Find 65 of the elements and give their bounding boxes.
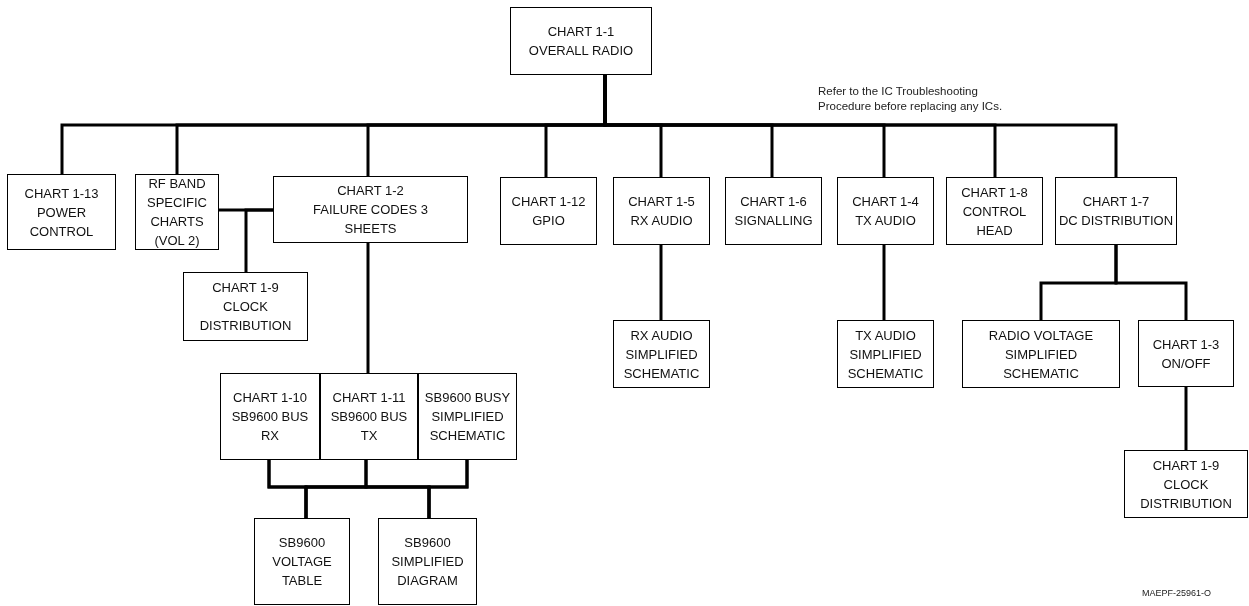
chart-box — [418, 373, 517, 460]
chart-box — [273, 176, 468, 243]
box-text: SB9600 SIMPLIFIED DIAGRAM — [390, 534, 465, 590]
box-text: OVERALL RADIO — [527, 42, 635, 60]
chart-box — [1055, 177, 1177, 245]
box-text: SB9600 BUS RX — [230, 408, 310, 445]
chart-box — [183, 272, 308, 341]
box-text: TX AUDIO — [854, 212, 917, 230]
box-text: CHART 1-1 — [546, 23, 616, 41]
connector-line — [244, 208, 273, 272]
chart-box — [962, 320, 1120, 388]
box-text: CHART 1-10 — [232, 389, 308, 407]
connector-line — [1114, 245, 1188, 320]
box-text: CLOCK DISTRIBUTION — [1139, 475, 1233, 513]
box-text: ON/OFF — [1160, 354, 1212, 373]
chart-box — [500, 177, 597, 245]
chart-box — [613, 177, 710, 245]
box-text: CHART 1-13 — [23, 184, 100, 203]
box-text: CHART 1-6 — [739, 193, 808, 211]
box-text: RX AUDIO — [629, 212, 694, 230]
box-text: GPIO — [531, 212, 566, 230]
box-text: CHART 1-8 — [960, 183, 1029, 202]
box-text: CHART 1-4 — [851, 193, 920, 211]
box-text: TX AUDIO SIMPLIFIED SCHEMATIC — [846, 326, 925, 383]
box-text: CONTROL HEAD — [961, 202, 1028, 240]
box-text: CHART 1-5 — [627, 193, 696, 211]
box-text: CHART 1-7 — [1081, 193, 1151, 211]
connector-line — [366, 243, 370, 373]
box-text: CHART 1-3 — [1151, 335, 1221, 354]
figure-number: MAEPF-25961-O — [1142, 587, 1213, 600]
box-text: DC DISTRIBUTION — [1058, 212, 1174, 230]
box-text: SB9600 VOLTAGE TABLE — [271, 534, 333, 590]
chart-box — [1138, 320, 1234, 387]
chart-box — [7, 174, 116, 250]
chart-box — [378, 518, 477, 605]
connector-line — [1184, 387, 1188, 450]
chart-box — [254, 518, 350, 605]
box-text: SB9600 BUSY SIMPLIFIED SCHEMATIC — [423, 389, 512, 445]
chart-box — [946, 177, 1043, 245]
box-text: SIGNALLING — [733, 212, 814, 230]
connector-line — [427, 460, 469, 518]
chart-box — [220, 373, 320, 460]
note-text: Refer to the IC Troubleshooting Procedure before replacing any ICs. — [818, 84, 1004, 114]
chart-box — [135, 174, 219, 250]
box-text: CHART 1-12 — [510, 193, 587, 211]
box-text: CHART 1-11 — [331, 389, 407, 407]
box-text: CHART 1-9 — [1151, 456, 1221, 475]
box-text: CHART 1-9 — [211, 279, 280, 297]
box-text: RADIO VOLTAGE SIMPLIFIED SCHEMATIC — [987, 326, 1095, 383]
box-text: CHART 1-2 — [336, 182, 405, 200]
chart-box — [837, 177, 934, 245]
chart-box — [320, 373, 418, 460]
box-text: POWER CONTROL — [28, 203, 95, 241]
box-text: SB9600 BUS TX — [329, 408, 409, 445]
box-text: CLOCK DISTRIBUTION — [198, 298, 293, 335]
box-text: RF BAND SPECIFIC CHARTS (VOL 2) — [146, 175, 208, 250]
chart-box — [725, 177, 822, 245]
chart-box — [1124, 450, 1248, 518]
connector-line — [659, 245, 663, 320]
box-text: RX AUDIO SIMPLIFIED SCHEMATIC — [622, 326, 701, 383]
box-text: FAILURE CODES 3 SHEETS — [312, 201, 429, 238]
chart-box — [510, 7, 652, 75]
chart-box — [613, 320, 710, 388]
chart-box — [837, 320, 934, 388]
connector-line — [882, 245, 886, 320]
